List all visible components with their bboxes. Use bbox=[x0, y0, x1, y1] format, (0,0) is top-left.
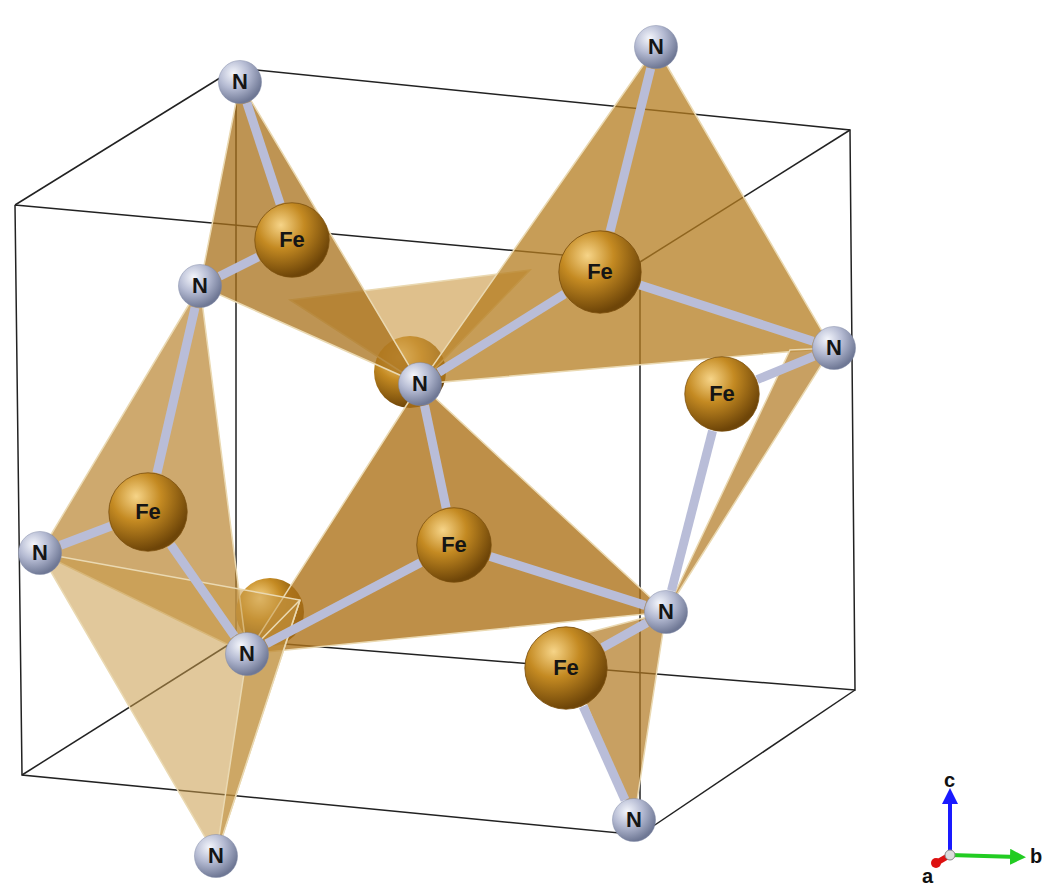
bond-stick bbox=[757, 356, 813, 379]
nitrogen-atom: N bbox=[178, 264, 222, 308]
nitrogen-atom: N bbox=[194, 834, 238, 878]
nitrogen-atom: N bbox=[218, 60, 262, 104]
nitrogen-atom: N bbox=[612, 798, 656, 842]
nitrogen-atom: N bbox=[18, 531, 62, 575]
bond-stick bbox=[266, 563, 420, 644]
tetrahedra bbox=[40, 47, 832, 856]
iron-atom: Fe bbox=[416, 507, 492, 583]
bond-stick bbox=[425, 406, 447, 508]
nitrogen-atom: N bbox=[634, 25, 678, 69]
axis-label: b bbox=[1030, 846, 1042, 866]
bond-stick bbox=[247, 103, 280, 204]
nitrogen-atom: N bbox=[225, 632, 269, 676]
bond-stick bbox=[171, 545, 235, 636]
atom-label: N bbox=[658, 601, 674, 623]
atom-label: N bbox=[208, 845, 224, 867]
bond-stick bbox=[603, 623, 647, 648]
iron-atom: Fe bbox=[108, 472, 188, 552]
bond-stick bbox=[671, 431, 712, 591]
atom-label: Fe bbox=[709, 383, 735, 405]
atom-label: Fe bbox=[441, 534, 467, 556]
iron-atom: Fe bbox=[254, 202, 330, 278]
bond-stick bbox=[583, 706, 625, 800]
atom-label: N bbox=[412, 373, 428, 395]
nitrogen-atom: N bbox=[812, 326, 856, 370]
iron-atom: Fe bbox=[684, 356, 760, 432]
atom-label: N bbox=[826, 337, 842, 359]
atom-label: Fe bbox=[587, 261, 613, 283]
atom-label: N bbox=[232, 71, 248, 93]
axis-indicator bbox=[931, 796, 1018, 868]
atom-label: Fe bbox=[553, 657, 579, 679]
bond-stick bbox=[61, 526, 111, 545]
nitrogen-atom: N bbox=[398, 362, 442, 406]
atom-label: N bbox=[32, 542, 48, 564]
iron-atom: Fe bbox=[524, 626, 608, 710]
atom-label: Fe bbox=[135, 501, 161, 523]
bond-stick bbox=[439, 294, 565, 372]
iron-atom: Fe bbox=[558, 230, 642, 314]
axis-label: c bbox=[944, 770, 955, 790]
bond-stick bbox=[610, 68, 651, 231]
atom-label: Fe bbox=[279, 229, 305, 251]
atom-label: N bbox=[239, 643, 255, 665]
bond-stick bbox=[220, 257, 258, 276]
axis-label: a bbox=[922, 866, 933, 886]
atom-label: N bbox=[192, 275, 208, 297]
bond-stick bbox=[490, 556, 645, 605]
bond-stick bbox=[157, 307, 195, 473]
atom-label: N bbox=[626, 809, 642, 831]
nitrogen-atom: N bbox=[644, 590, 688, 634]
atom-label: N bbox=[648, 36, 664, 58]
bond-stick bbox=[640, 285, 813, 341]
